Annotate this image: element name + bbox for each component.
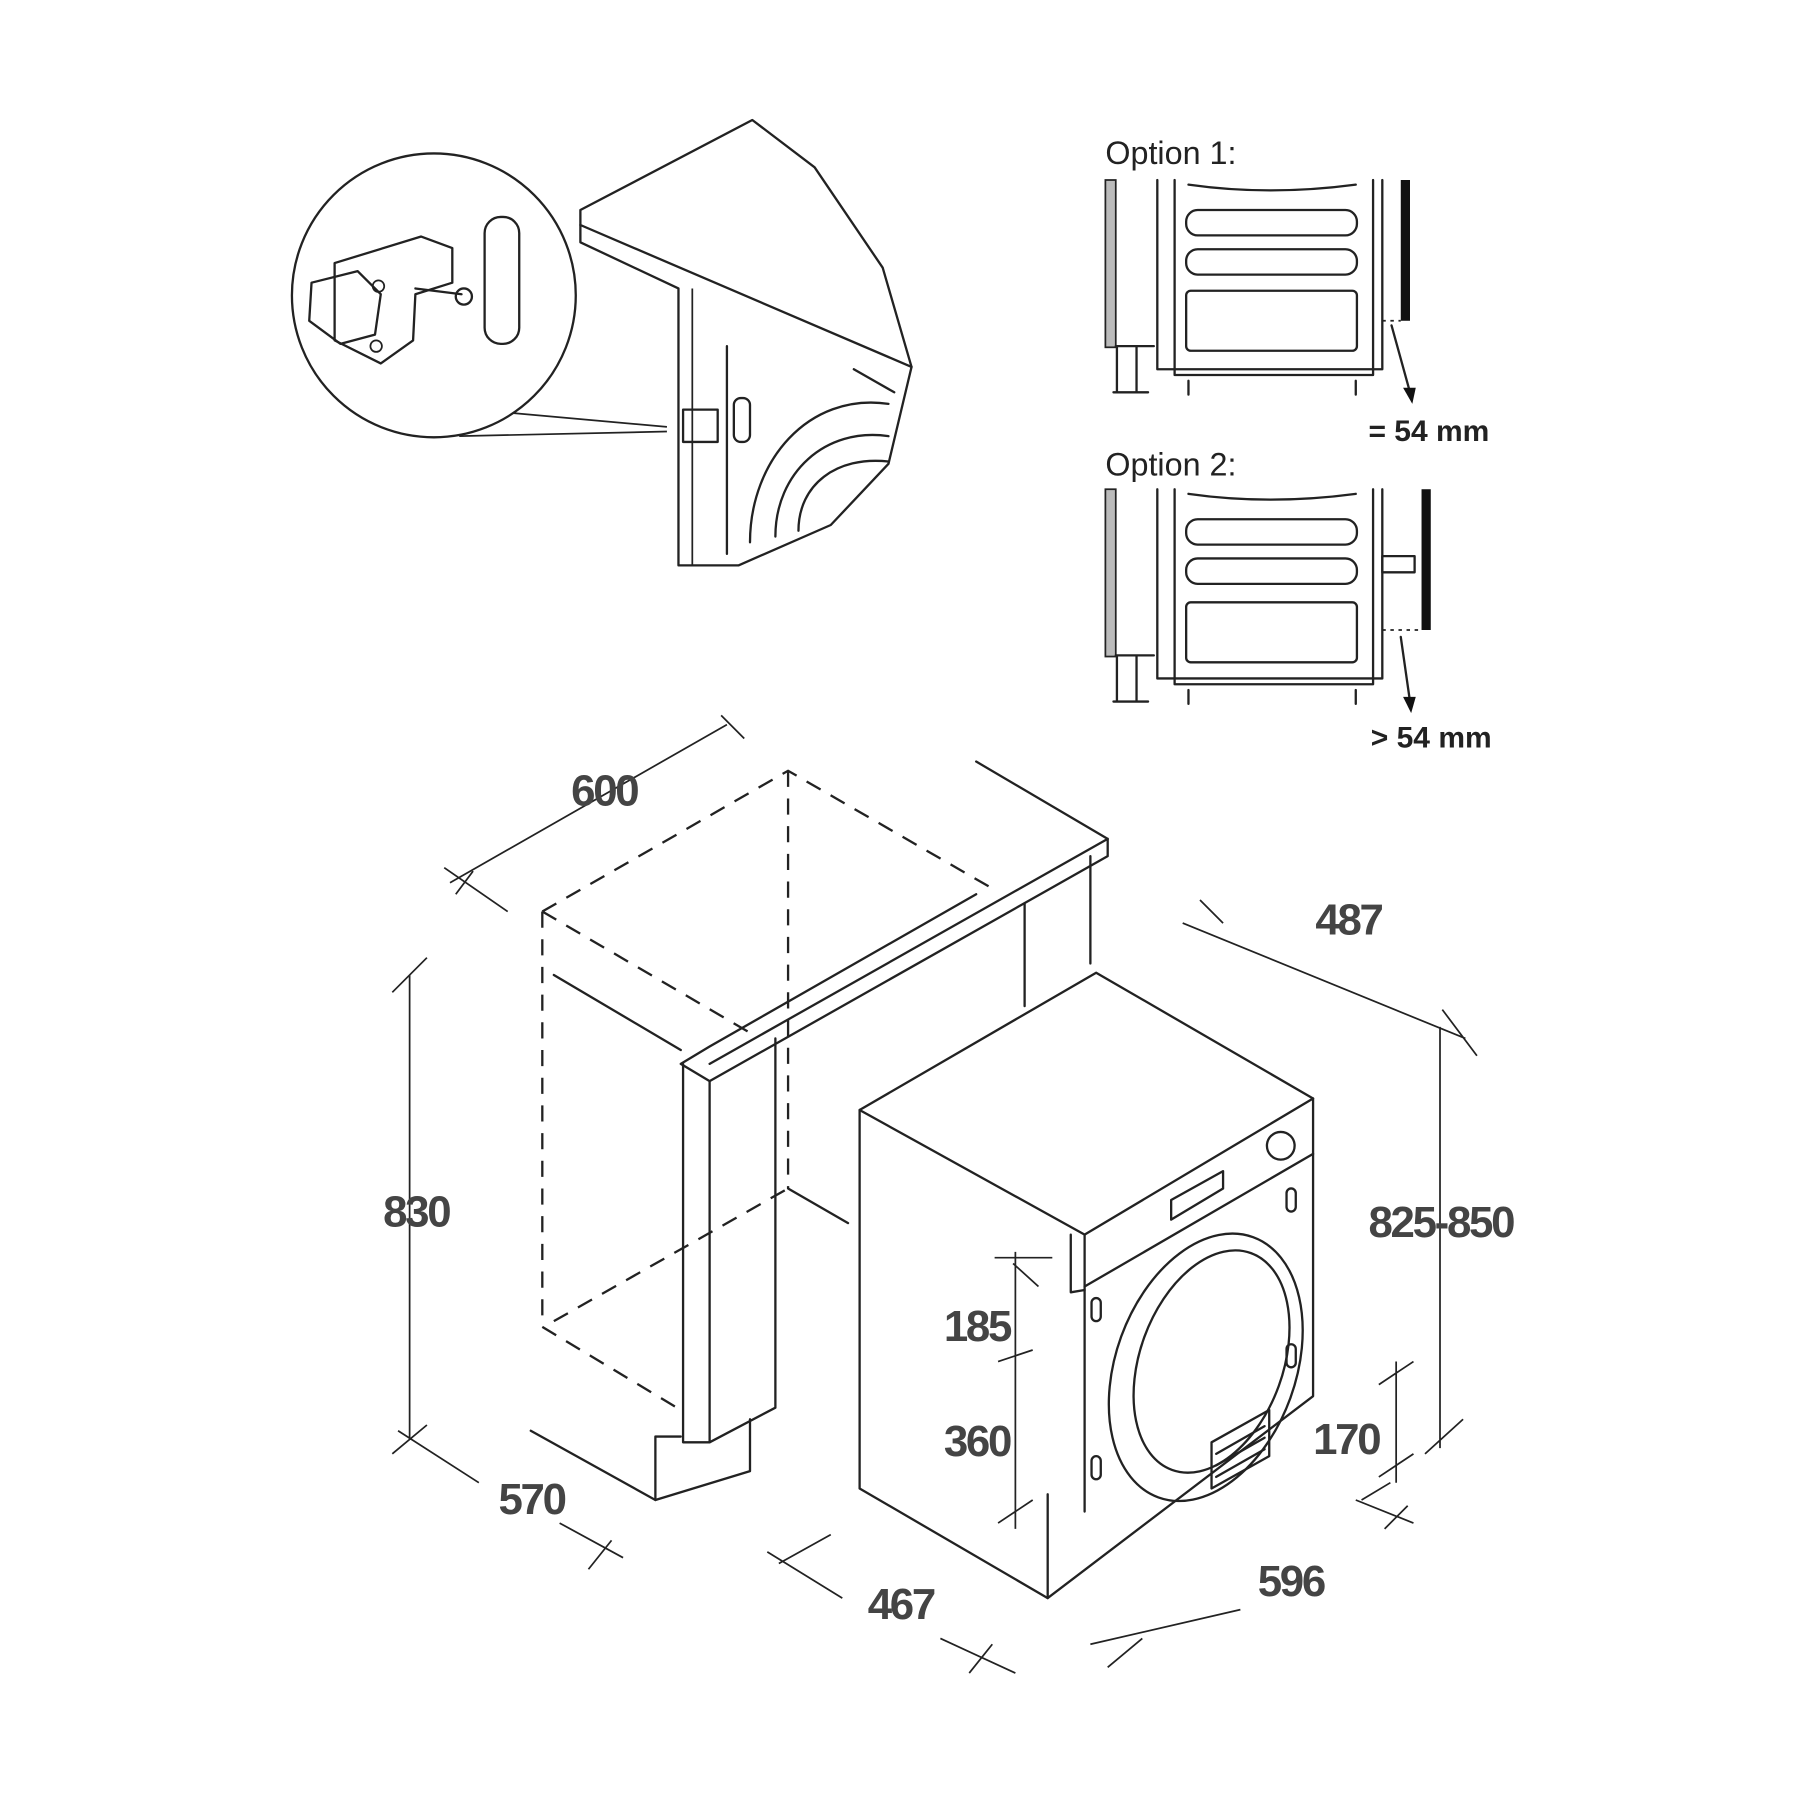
dim-niche-width: 600 bbox=[571, 766, 638, 815]
option-1-panel: Option 1: = 54 mm bbox=[1104, 135, 1489, 448]
dim-dryer-width: 596 bbox=[1258, 1557, 1325, 1606]
dim-niche-height: 830 bbox=[383, 1188, 450, 1237]
dim-dryer-depth-top: 487 bbox=[1315, 896, 1382, 945]
dim-dryer-height: 825-850 bbox=[1368, 1198, 1514, 1247]
option-1-label: Option 1: bbox=[1105, 135, 1236, 171]
dim-plinth: 170 bbox=[1313, 1415, 1380, 1464]
option-2-gap-label: > 54 mm bbox=[1371, 722, 1492, 755]
hinge-detail-illustration bbox=[290, 118, 913, 567]
cabinet-niche-illustration bbox=[529, 760, 1109, 1502]
dim-dryer-depth-bottom: 467 bbox=[868, 1580, 935, 1629]
dim-door-bottom: 360 bbox=[944, 1417, 1011, 1466]
dryer-illustration bbox=[858, 971, 1315, 1600]
option-2-label: Option 2: bbox=[1105, 446, 1236, 482]
door-icon bbox=[1107, 1232, 1304, 1503]
hinge-bracket-icon bbox=[308, 215, 521, 365]
dimension-lines bbox=[391, 714, 1478, 1674]
option-1-gap-label: = 54 mm bbox=[1368, 415, 1489, 448]
option-2-panel: Option 2: > 54 mm bbox=[1104, 446, 1492, 755]
dim-door-top: 185 bbox=[944, 1302, 1012, 1351]
dim-niche-depth: 570 bbox=[498, 1475, 565, 1524]
